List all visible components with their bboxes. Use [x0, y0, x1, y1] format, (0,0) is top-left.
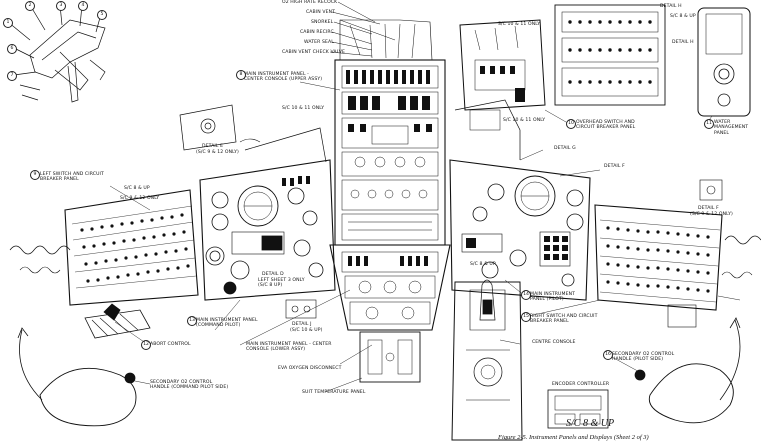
callout-o2-high-rate: O2 HIGH RATE RECOCK	[282, 0, 338, 5]
callout-number-13: 13	[187, 316, 197, 326]
callout-number-8: 8	[236, 70, 246, 80]
callout-number-11: 11	[704, 119, 714, 129]
label-sc10-only-lower: S/C 10 & 11 ONLY	[503, 118, 546, 123]
label-detail-e-sub: (S/C 9 & 12 ONLY)	[196, 150, 239, 155]
secondary-o2-handle-pilot	[547, 317, 741, 429]
detail-d-panel	[285, 299, 317, 319]
label-main-center-lower: MAIN INSTRUMENT PANEL - CENTER CONSOLE (…	[246, 342, 332, 353]
label-right-switch: RIGHT SWITCH AND CIRCUIT BREAKER PANEL	[530, 314, 598, 325]
detail-g-panel	[699, 179, 723, 201]
label-abort: ABORT CONTROL	[150, 342, 191, 347]
label-sc8-up-mid: S/C 8 & UP	[470, 262, 496, 267]
callout-number-16: 16	[603, 350, 613, 360]
callout-number-5: 5	[97, 10, 107, 20]
label-detail-h: DETAIL H	[672, 40, 694, 45]
label-water-mgmt: WATER MANAGEMENT PANEL	[714, 120, 749, 136]
callout-number-7: 7	[7, 71, 17, 81]
callout-number-2: 2	[25, 1, 35, 11]
callout-number-4: 4	[78, 1, 88, 11]
label-main-pilot: MAIN INSTRUMENT PANEL (PILOT)	[530, 292, 576, 303]
leader-lines	[109, 81, 741, 393]
label-main-cmd: MAIN INSTRUMENT PANEL (COMMAND PILOT)	[196, 318, 258, 329]
label-sc9-only-left: S/C 9 & 12 ONLY	[120, 196, 160, 201]
abort-control-handle	[84, 303, 151, 339]
callout-cabin-recirc: CABIN RECIRC	[300, 30, 334, 35]
callout-water-seal: WATER SEAL	[304, 40, 334, 45]
label-detail-d: DETAIL D	[262, 272, 284, 277]
label-detail-j-sub: (S/C 10 & UP)	[290, 328, 323, 333]
label-detail-g: DETAIL G	[554, 146, 576, 151]
label-o2-disconnect: EVA OXYGEN DISCONNECT	[278, 366, 342, 371]
callout-cabin-vent-check: CABIN VENT CHECK VALVE	[282, 50, 346, 55]
callout-cabin-vent: CABIN VENT	[306, 10, 336, 15]
label-overhead: OVERHEAD SWITCH AND CIRCUIT BREAKER PANE…	[576, 120, 636, 131]
callout-number-15: 15	[521, 312, 531, 322]
label-sc10-only-right: S/C 10 & 11 ONLY	[498, 22, 541, 27]
callout-number-1: 1	[3, 18, 13, 28]
overhead-panel	[459, 4, 751, 117]
label-sc10-only: S/C 10 & 11 ONLY	[282, 106, 325, 111]
lower-center-console	[329, 244, 451, 383]
label-secondary-cmd: SECONDARY O2 CONTROL HANDLE (COMMAND PIL…	[150, 380, 229, 391]
label-encoder: ENCODER CONTROLLER	[552, 382, 610, 387]
label-detail-e: DETAIL E	[202, 144, 224, 149]
label-sc8-up-left: S/C 8 & UP	[124, 186, 150, 191]
callout-number-12: 12	[141, 340, 151, 350]
callout-number-6: 6	[7, 44, 17, 54]
command-pilot-panel	[199, 127, 336, 301]
label-detail-d-sub: LEFT SHEET 3 ONLY (S/C 8 UP)	[258, 278, 305, 289]
label-main-center-upper: MAIN INSTRUMENT PANEL - CENTER CONSOLE (…	[244, 72, 323, 83]
right-switch-panel	[594, 204, 761, 328]
label-secondary-pilot: SECONDARY O2 CONTROL HANDLE (PILOT SIDE)	[612, 352, 675, 363]
callout-number-14: 14	[521, 290, 531, 300]
secondary-o2-handle-command	[17, 327, 137, 427]
top-callout-leaders	[329, 1, 396, 57]
label-detail-f-sub: (S/C 9 & 12 ONLY)	[690, 212, 733, 217]
caption-sc: S/C 8 & UP	[566, 418, 615, 429]
label-detail-j: DETAIL J	[292, 322, 312, 327]
label-detail-h-top: DETAIL H	[660, 4, 682, 9]
callout-number-3: 3	[56, 1, 66, 11]
upper-center-console	[334, 19, 446, 246]
callout-snorkel: SNORKEL	[311, 20, 334, 25]
label-left-switch: LEFT SWITCH AND CIRCUIT BREAKER PANEL	[40, 172, 104, 183]
centre-console	[451, 279, 523, 441]
label-detail-f-mini: DETAIL F	[604, 164, 625, 169]
pilot-panel	[449, 99, 591, 301]
left-switch-panel	[9, 189, 199, 306]
label-suit-temp: SUIT TEMPERATURE PANEL	[302, 390, 366, 395]
callout-number-10: 10	[566, 119, 576, 129]
seat-bracket-assembly	[7, 4, 106, 103]
label-detail-f: DETAIL F	[698, 206, 719, 211]
label-sc8-up-top: S/C 8 & UP	[670, 14, 696, 19]
detail-e-box	[179, 104, 261, 151]
callout-number-9: 9	[30, 170, 40, 180]
label-centre-console: CENTRE CONSOLE	[532, 340, 576, 345]
caption-figure: Figure 2-5. Instrument Panels and Displa…	[498, 434, 649, 441]
